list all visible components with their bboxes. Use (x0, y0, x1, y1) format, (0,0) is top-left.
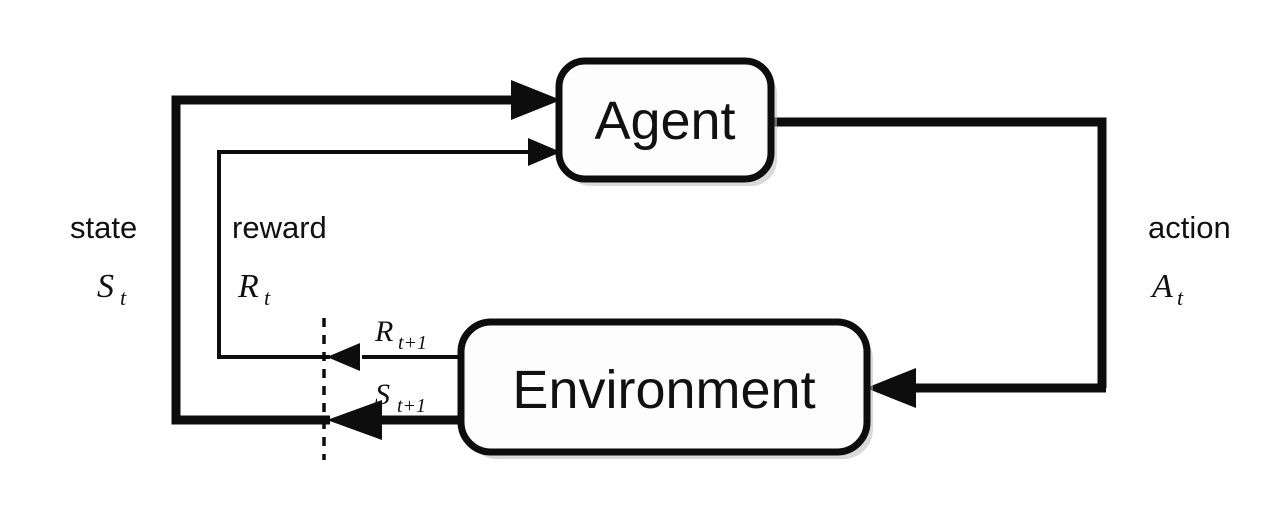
label-state: state S t (70, 210, 137, 310)
reward-symbol-label: R (237, 268, 259, 305)
edge-reward-path (217, 138, 561, 359)
reward-next-arrowhead (327, 343, 360, 371)
edge-reward-next-path (327, 343, 466, 371)
environment-box[interactable] (457, 318, 871, 456)
environment-node[interactable]: Environment (457, 318, 873, 459)
state-next-symbol-label: S (375, 378, 390, 411)
reward-next-symbol-label: R (374, 315, 393, 348)
label-reward: reward R t (232, 210, 327, 310)
agent-label: Agent (594, 91, 735, 151)
label-action: action A t (1148, 210, 1231, 310)
reward-next-subscript-label: t+1 (398, 332, 427, 354)
agent-node[interactable]: Agent (555, 57, 777, 186)
edge-action-path (770, 117, 1107, 408)
edge-state-next-path (327, 400, 466, 440)
action-symbol-label: A (1150, 268, 1173, 305)
state-symbol-label: S (97, 268, 114, 305)
state-subscript-label: t (120, 285, 127, 310)
action-word-label: action (1148, 210, 1231, 245)
environment-label: Environment (512, 360, 815, 420)
edge-state-path (171, 80, 561, 425)
agent-box[interactable] (555, 57, 775, 183)
action-arrowhead (866, 368, 916, 408)
state-arrowhead (511, 80, 561, 120)
reward-word-label: reward (232, 210, 327, 245)
state-word-label: state (70, 210, 137, 245)
state-next-subscript-label: t+1 (397, 395, 426, 417)
reward-subscript-label: t (264, 285, 271, 310)
action-subscript-label: t (1177, 285, 1184, 310)
label-state-next: S t+1 (375, 378, 426, 417)
reward-arrowhead (528, 138, 561, 166)
label-reward-next: R t+1 (374, 315, 427, 354)
state-next-arrowhead (327, 400, 382, 440)
